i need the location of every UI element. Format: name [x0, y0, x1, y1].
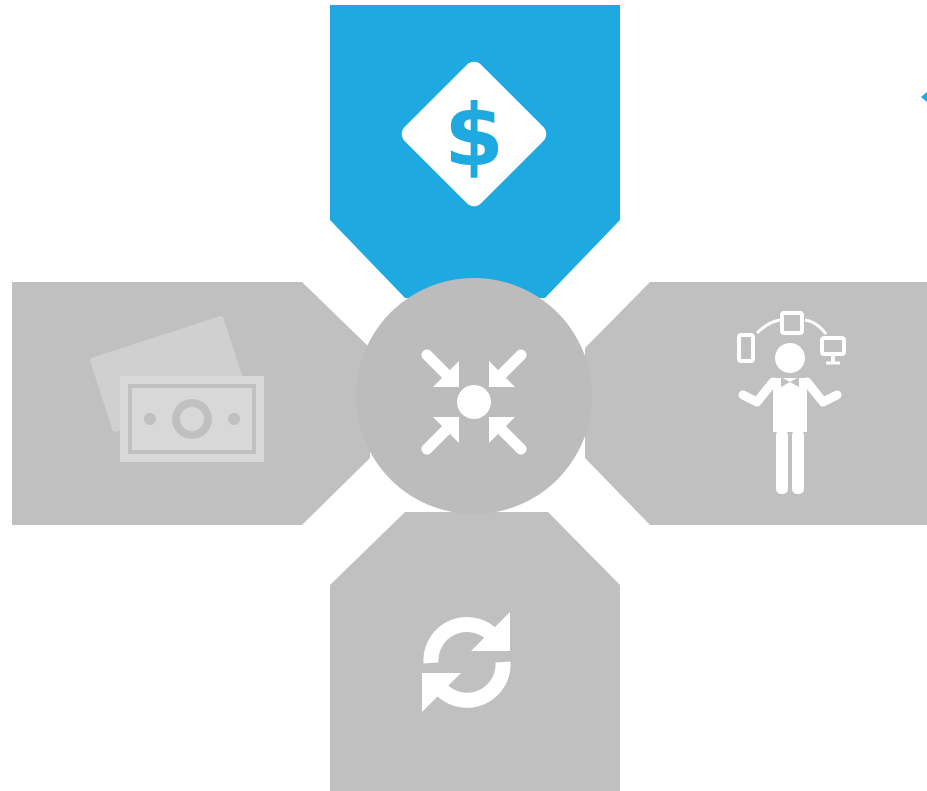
svg-text:$: $ — [444, 86, 504, 186]
multi-device-person-icon — [737, 311, 846, 494]
dollar-diamond-icon: $ — [401, 61, 547, 207]
left-arrow-tip-icon — [921, 92, 927, 102]
banknotes-icon — [90, 316, 264, 462]
refresh-cycle-icon — [422, 612, 511, 712]
converge-arrows-icon — [421, 349, 527, 455]
panel-bottom[interactable] — [330, 512, 620, 791]
